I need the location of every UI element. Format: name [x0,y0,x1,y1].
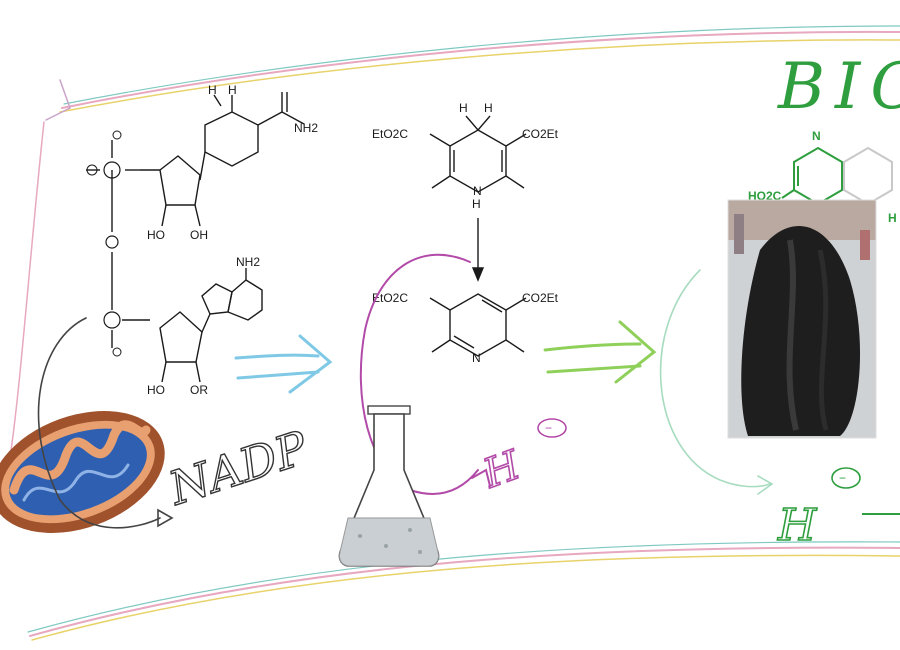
h-minus-green-sign: − [839,471,846,485]
green-arrow [543,320,657,384]
amide-label: NH2 [294,121,318,135]
adenine-pyrimidine [227,279,263,321]
he-n-label: N [473,184,482,198]
pyridine-labels: EtO2C CO2Et N [372,291,559,365]
oh-right-label: OH [190,228,208,242]
top-label: BIC [777,50,900,124]
ribose-ring-1 [159,155,201,206]
erlenmeyer-flask-icon [338,405,440,567]
catalyst-photo [727,199,877,439]
nadp-arrow [37,317,174,529]
pyridine-product [429,293,527,357]
oh-left-label: HO [147,228,165,242]
he-left-group: EtO2C [372,127,408,141]
h-minus-green-charge [831,467,861,489]
oh2-left-label: HO [147,383,165,397]
nadph-h-b: H [228,83,237,97]
magenta-loop [359,253,491,495]
amine-label: NH2 [236,255,260,269]
bio-pyridine [781,146,893,206]
py-left-group: EtO2C [372,291,408,305]
py-right-group: CO2Et [522,291,559,305]
h-minus-purple-charge [537,418,567,438]
he-right-group: CO2Et [522,127,559,141]
nicotinamide-ring [204,111,259,167]
nadph-structure [86,92,305,383]
he-h-b: H [484,101,493,115]
bio-n-label: N [812,129,821,143]
he-h-a: H [459,101,468,115]
oh2-right-label: OR [190,383,208,397]
hantzsch-labels: EtO2C CO2Et H H H N [372,101,559,211]
nadph-h-a: H [208,83,217,97]
h-minus-purple-sign: − [545,421,552,435]
h-minus-purple: H [477,442,528,498]
reaction-arrow [471,218,485,282]
frame [7,25,900,641]
ribose-ring-2 [159,311,203,363]
blue-arrow [234,334,333,394]
nadph-labels: NH2 HO OH NH2 HO OR H H [86,83,318,397]
he-nh-label: H [472,197,481,211]
adenine-imidazole [201,283,233,315]
nadp-label: NADP [162,420,315,516]
py-n-label: N [472,351,481,365]
bio-partial-label: H [888,211,897,225]
h-minus-green: H [777,500,818,551]
green-arc [659,269,774,495]
hantzsch-ester [429,115,527,193]
mitochondrion-icon [0,411,165,533]
